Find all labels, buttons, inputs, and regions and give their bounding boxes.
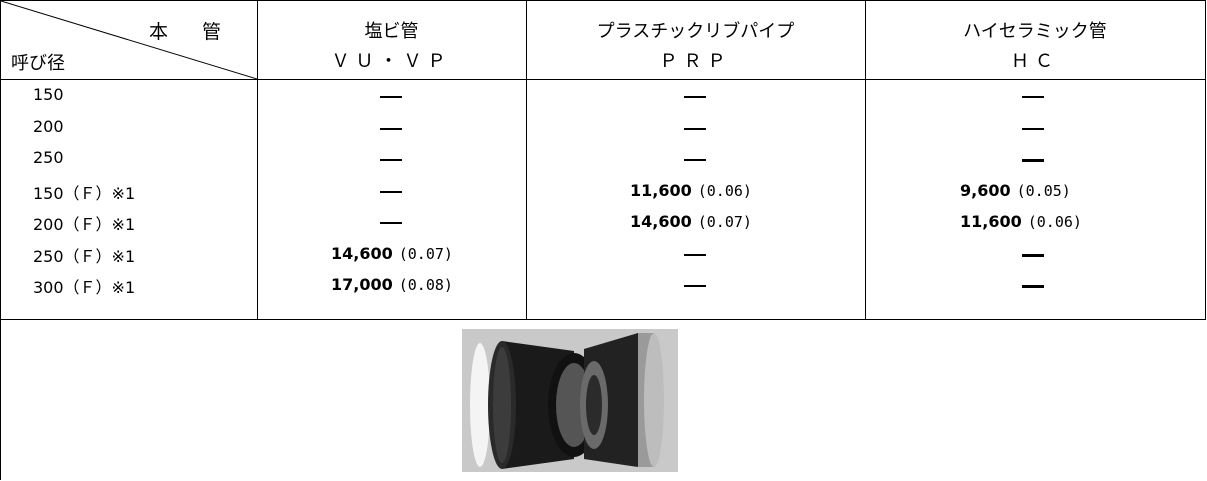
col-header-prp: プラスチックリブパイプ xyxy=(596,21,795,42)
price-note: (0.06) xyxy=(697,181,752,200)
price-note: (0.06) xyxy=(1027,213,1082,231)
price-note: (0.05) xyxy=(1016,181,1071,200)
corner-diagonal xyxy=(1,1,257,79)
empty-dash xyxy=(1022,96,1044,98)
row-label: 250 xyxy=(33,148,64,167)
empty-dash xyxy=(380,222,402,224)
price-value: 17,000 xyxy=(331,275,393,294)
row-label: 250（Ｆ）※1 xyxy=(33,246,136,266)
empty-dash xyxy=(684,159,706,161)
empty-dash xyxy=(684,127,706,130)
empty-dash xyxy=(380,190,402,193)
col-divider-1 xyxy=(257,1,258,319)
empty-dash xyxy=(380,159,402,161)
empty-dash xyxy=(1022,127,1044,130)
pipe-fitting-photo xyxy=(462,329,678,472)
price-cell: 9,600 (0.05) xyxy=(960,181,1071,200)
col-divider-2 xyxy=(526,1,527,319)
price-value: 14,600 xyxy=(331,243,393,263)
row-label: 300（Ｆ）※1 xyxy=(33,278,136,297)
price-cell: 17,000 (0.08) xyxy=(331,275,453,294)
empty-dash xyxy=(684,285,706,287)
price-value: 11,600 xyxy=(960,212,1022,231)
price-value: 14,600 xyxy=(630,212,692,231)
empty-dash xyxy=(684,253,706,256)
corner-header-main-pipe: 本 管 xyxy=(149,21,236,43)
price-cell: 11,600 (0.06) xyxy=(960,212,1082,231)
price-cell: 11,600 (0.06) xyxy=(630,181,752,200)
row-label: 150（Ｆ）※1 xyxy=(33,183,136,203)
price-value: 11,600 xyxy=(630,180,692,200)
col-header-pvc: 塩ビ管 xyxy=(364,21,419,42)
price-cell: 14,600 (0.07) xyxy=(630,212,752,231)
price-note: (0.07) xyxy=(398,244,453,263)
right-border xyxy=(1205,1,1206,319)
row-label: 200（Ｆ）※1 xyxy=(33,215,136,234)
empty-dash xyxy=(1022,285,1044,288)
empty-dash xyxy=(1022,159,1044,162)
price-cell: 14,600 (0.07) xyxy=(331,244,453,263)
body-divider xyxy=(1,319,1206,320)
empty-dash xyxy=(1022,253,1044,257)
empty-dash xyxy=(684,96,706,98)
price-note: (0.07) xyxy=(697,213,752,231)
row-label: 200 xyxy=(33,116,64,136)
col-subheader-prp: ＰＲＰ xyxy=(659,51,732,72)
empty-dash xyxy=(380,127,402,130)
price-note: (0.08) xyxy=(398,276,453,294)
col-subheader-hc: ＨＣ xyxy=(1011,51,1059,72)
corner-header-nominal-diameter: 呼び径 xyxy=(11,53,65,74)
price-value: 9,600 xyxy=(960,180,1011,200)
header-divider xyxy=(1,79,1206,80)
col-divider-3 xyxy=(865,1,866,319)
col-subheader-pvc: ＶＵ・ＶＰ xyxy=(331,51,452,72)
empty-dash xyxy=(380,96,402,98)
row-label: 150 xyxy=(33,85,64,104)
col-header-hc: ハイセラミック管 xyxy=(963,21,1107,42)
